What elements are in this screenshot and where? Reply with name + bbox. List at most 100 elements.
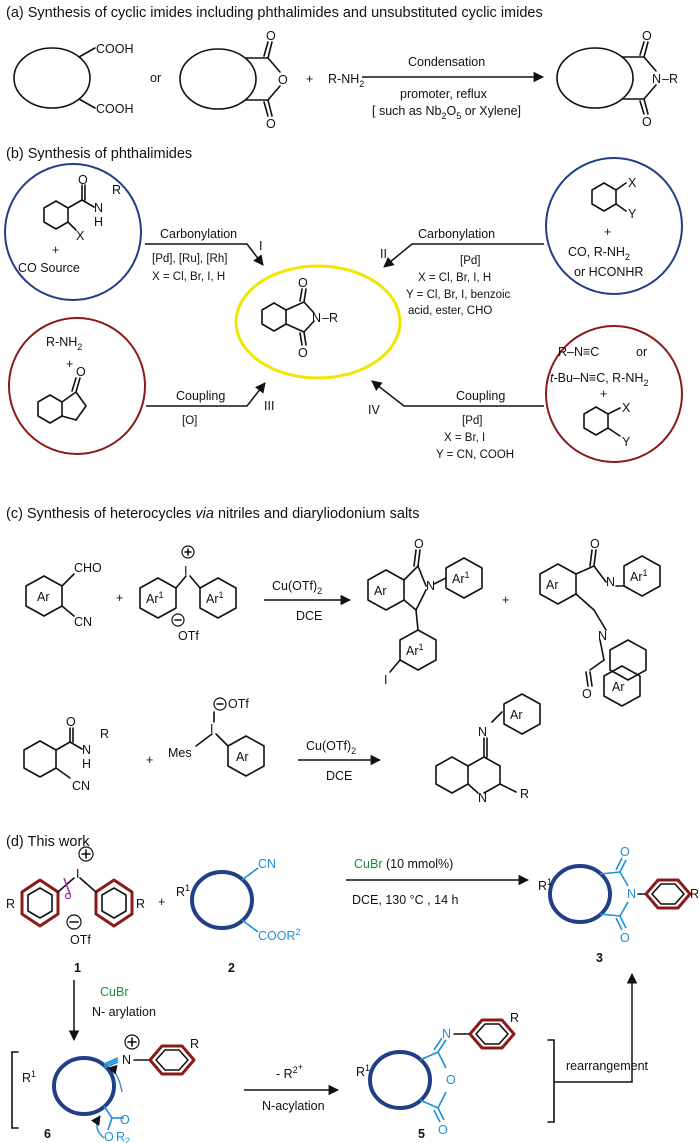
compound-6-number: 6 <box>44 1127 51 1141</box>
imide-o-bottom: O <box>642 115 652 129</box>
imide-product: O N –R O <box>556 29 678 129</box>
isocyanide-2: t-Bu–N≡C, R-NH2 <box>550 371 648 388</box>
arrow-IV-y: Y = CN, COOH <box>436 449 514 461</box>
haloarene-y: Y <box>622 435 631 449</box>
or-label: or <box>150 71 161 85</box>
sm2-cn: CN <box>258 857 276 871</box>
salt-otf: OTf <box>70 933 91 947</box>
ar1-label-a: Ar1 <box>146 590 164 606</box>
p2-o-bottom: O <box>582 687 592 701</box>
isocyanide-or: or <box>636 345 647 359</box>
benzamide2-r: R <box>100 727 109 741</box>
indanone-amine: R-NH2 <box>46 335 82 352</box>
iodine-label-1: I <box>184 564 187 578</box>
plus-sign: + <box>306 72 313 86</box>
p1-n: N <box>426 579 435 593</box>
step1-catalyst: CuBr <box>100 985 128 999</box>
precursor-circle-4 <box>545 325 683 463</box>
cooh-top-label: COOH <box>96 42 134 56</box>
promoter-label: promoter, reflux <box>400 87 488 101</box>
precursor-circle-1 <box>4 163 142 301</box>
hconhr-label: or HCONHR <box>574 265 643 279</box>
ar-label-1: Ar <box>37 590 50 604</box>
salt-r-right: R <box>136 897 145 911</box>
i5-r: R <box>510 1011 519 1025</box>
section-c: (c) Synthesis of heterocycles via nitril… <box>6 506 661 805</box>
cyanoester-2 <box>190 867 259 933</box>
plus-c1: + <box>116 591 123 605</box>
compound-5-number: 5 <box>418 1127 425 1141</box>
p2-o-top: O <box>590 537 600 551</box>
ar1-label-p1b: Ar1 <box>406 642 424 658</box>
i5-r1: R1 <box>356 1063 370 1079</box>
rearrangement-bracket <box>547 972 638 1123</box>
benzamide2-n: N <box>82 743 91 757</box>
anhydride-o-top: O <box>266 29 276 43</box>
section-c-heading: (c) Synthesis of heterocycles via nitril… <box>6 506 419 522</box>
arrow-III-label: Coupling <box>176 389 225 403</box>
compound-2-number: 2 <box>228 961 235 975</box>
benzamide2-h: H <box>82 757 91 771</box>
dce-label-1: DCE <box>296 609 322 623</box>
phthalimide-structure <box>261 288 315 346</box>
compound-1-number: 1 <box>74 961 81 975</box>
circle2-plus: + <box>604 225 611 239</box>
product-3 <box>548 857 692 931</box>
arrow-III <box>146 382 266 407</box>
arrow-IV <box>371 380 544 407</box>
intermediate-5 <box>368 1018 516 1123</box>
step2-bottom: N-acylation <box>262 1099 325 1113</box>
dce-label-2: DCE <box>326 769 352 783</box>
ar1-label-p1a: Ar1 <box>452 570 470 586</box>
i5-n: N <box>442 1027 451 1041</box>
promoter-examples: [ such as Nb2O5 or Xylene] <box>372 104 521 121</box>
haloarene-x: X <box>622 401 631 415</box>
i6-o-carbonyl: O <box>120 1113 130 1127</box>
indanone-o: O <box>76 365 86 379</box>
benzamide-n: N <box>94 201 103 215</box>
i6-r1: R1 <box>22 1069 36 1085</box>
cu-catalyst-1: Cu(OTf)2 <box>272 579 322 596</box>
cyanobenzaldehyde-structure <box>25 573 75 617</box>
isocyanide-1: R–N≡C <box>558 345 599 359</box>
benzamide-x: X <box>76 229 85 243</box>
diacid-structure: COOH COOH <box>13 42 134 116</box>
step1-label: N- arylation <box>92 1005 156 1019</box>
benzamide-structure <box>43 184 95 231</box>
p3-o-top: O <box>620 845 630 859</box>
anhydride-o-ring: O <box>278 73 288 87</box>
section-b: (b) Synthesis of phthalimides O N H R X … <box>4 146 683 463</box>
benzamide2-o: O <box>66 715 76 729</box>
co-source-label: CO Source <box>18 261 80 275</box>
haloarene-structure <box>583 406 621 437</box>
p1-o: O <box>414 537 424 551</box>
arrow-II-y2: acid, ester, CHO <box>408 305 492 317</box>
ar-label-p2b: Ar <box>612 680 625 694</box>
circle4-plus: + <box>600 387 607 401</box>
quinoline-product <box>435 693 541 794</box>
benzamide-h: H <box>94 215 103 229</box>
arrow-IV-catalyst: [Pd] <box>462 415 482 427</box>
p2-n2: N <box>598 629 607 643</box>
dihaloarene-x: X <box>628 176 637 190</box>
cooh-bottom-label: COOH <box>96 102 134 116</box>
imide-o-top: O <box>642 29 652 43</box>
imide-n: N <box>652 72 661 86</box>
ar-label-p1: Ar <box>374 584 387 598</box>
arrow-II-y1: Y = Cl, Br, I, benzoic <box>406 289 511 301</box>
arrow-I-conditions: X = Cl, Br, I, H <box>152 271 225 283</box>
cyanobenzamide-structure <box>23 727 83 779</box>
ar1-label-p2: Ar1 <box>630 568 648 584</box>
phthalimide-n: N <box>312 311 321 325</box>
dihaloarene-structure <box>591 182 627 212</box>
precursor-circle-3 <box>8 317 146 455</box>
arrow-II-x: X = Cl, Br, I, H <box>418 272 491 284</box>
i6-n: N <box>122 1053 131 1067</box>
arrow-II <box>383 243 544 268</box>
circle3-plus: + <box>66 357 73 371</box>
salt-r-left: R <box>6 897 15 911</box>
i6-r: R <box>190 1037 199 1051</box>
plus-c3: + <box>146 753 153 767</box>
ar-label-quin: Ar <box>510 708 523 722</box>
